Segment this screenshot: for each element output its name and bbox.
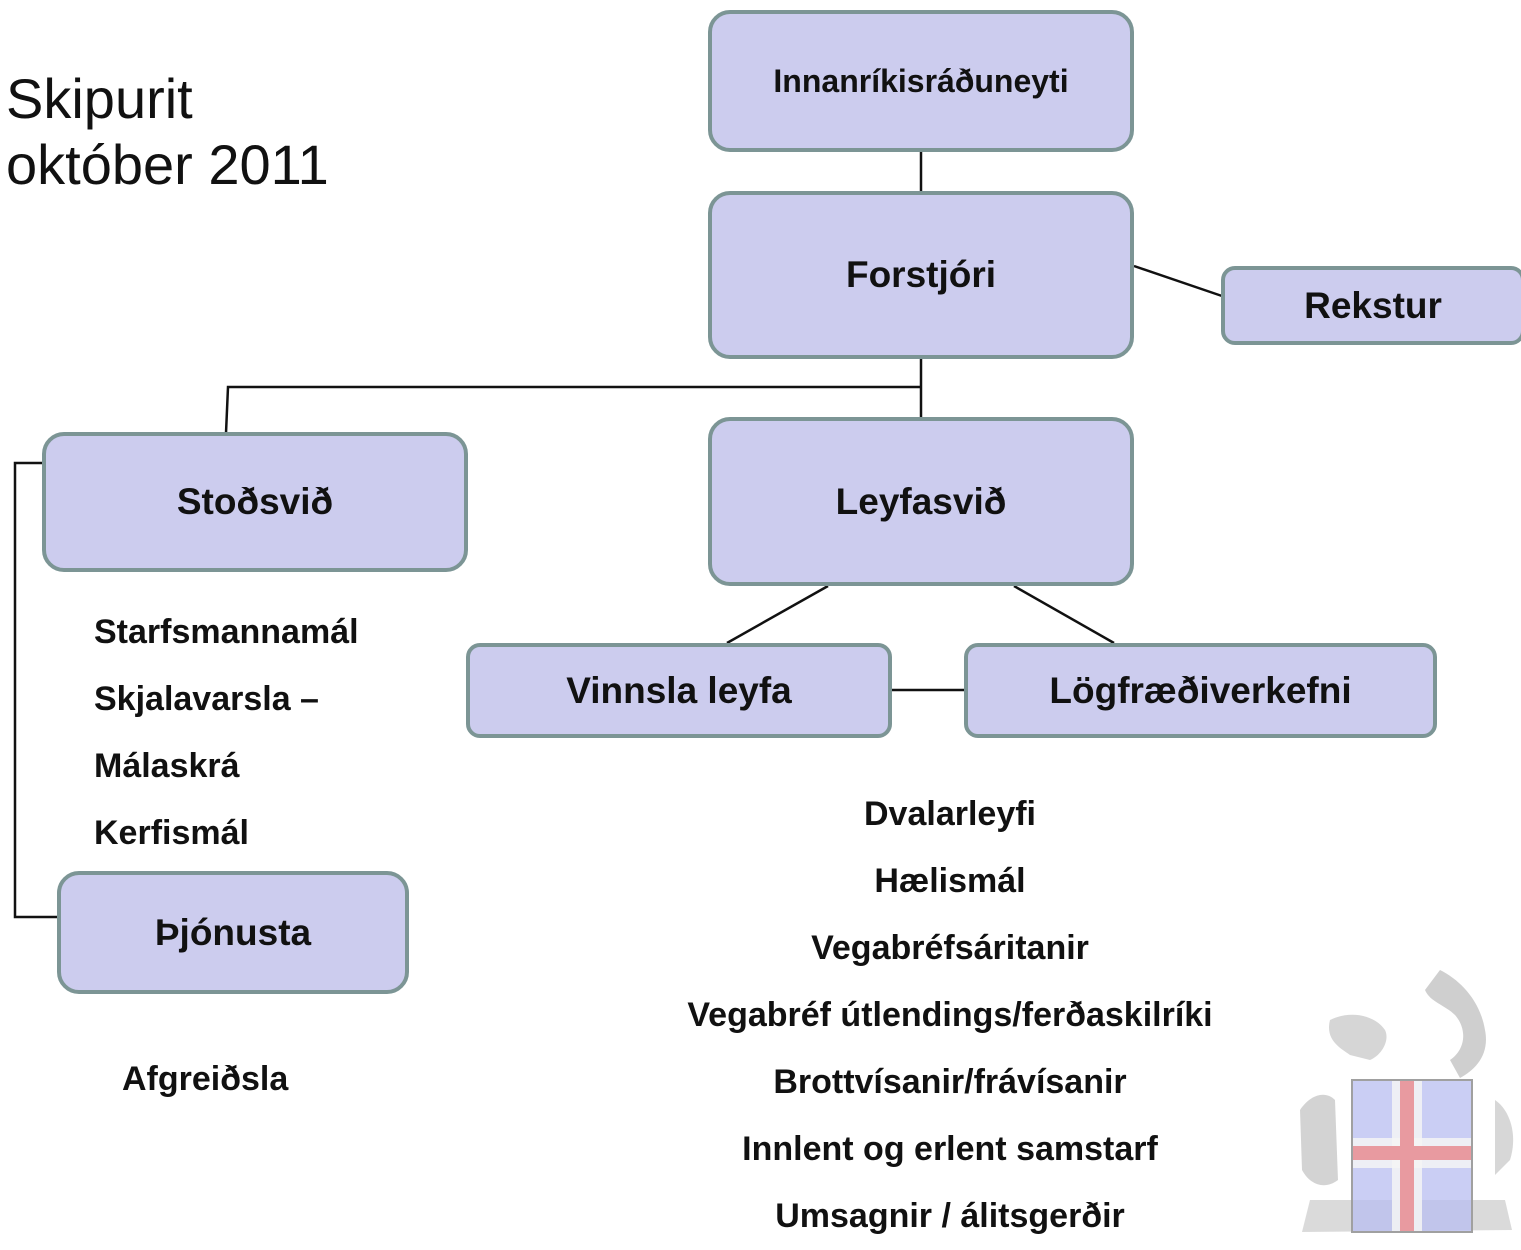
list-item: Starfsmannamál [94, 613, 359, 651]
node-director: Forstjóri [708, 191, 1134, 359]
node-operations-label: Rekstur [1304, 284, 1442, 326]
list-item: Dvalarleyfi [864, 795, 1036, 833]
node-operations: Rekstur [1221, 266, 1521, 345]
connector-to-support [224, 385, 921, 434]
list-item: Kerfismál [94, 814, 249, 852]
list-item: Skjalavarsla – [94, 680, 319, 718]
service-items-list: Afgreiðsla [122, 1046, 288, 1113]
node-ministry: Innanríkisráðuneyti [708, 10, 1134, 152]
node-support: Stoðsvið [42, 432, 468, 572]
node-service: Þjónusta [57, 871, 409, 994]
coat-of-arms-icon [1300, 970, 1514, 1233]
connector-permits-processing [726, 584, 829, 645]
list-item: Brottvísanir/frávísanir [773, 1063, 1127, 1101]
node-legal: Lögfræðiverkefni [964, 643, 1437, 738]
list-item: Umsagnir / álitsgerðir [775, 1197, 1125, 1235]
title-line-1: Skipurit [6, 67, 193, 130]
node-processing: Vinnsla leyfa [466, 643, 892, 738]
connector-support-service [13, 461, 58, 919]
list-item: Vegabréfsáritanir [811, 929, 1089, 967]
connector-permits-legal [1013, 584, 1115, 645]
node-processing-label: Vinnsla leyfa [566, 669, 792, 711]
node-support-label: Stoðsvið [176, 481, 334, 522]
permit-items-list: Dvalarleyfi Hælismál Vegabréfsáritanir V… [640, 781, 1260, 1250]
list-item: Afgreiðsla [122, 1060, 289, 1098]
node-permits: Leyfasvið [708, 417, 1134, 586]
list-item: Innlent og erlent samstarf [742, 1130, 1158, 1168]
node-permits-label: Leyfasvið [835, 480, 1007, 522]
list-item: Hælismál [874, 862, 1026, 900]
node-ministry-label: Innanríkisráðuneyti [773, 62, 1069, 99]
title-line-2: október 2011 [6, 133, 329, 196]
connector-director-operations [1133, 264, 1223, 298]
node-service-label: Þjónusta [154, 911, 312, 953]
node-legal-label: Lögfræðiverkefni [1049, 669, 1352, 711]
node-director-label: Forstjóri [845, 254, 997, 295]
list-item: Vegabréf útlendings/ferðaskilríki [687, 996, 1213, 1034]
support-items-list: Starfsmannamál Skjalavarsla – Málaskrá K… [94, 599, 359, 867]
list-item: Málaskrá [94, 747, 240, 785]
chart-title: Skipurit október 2011 [6, 66, 329, 198]
